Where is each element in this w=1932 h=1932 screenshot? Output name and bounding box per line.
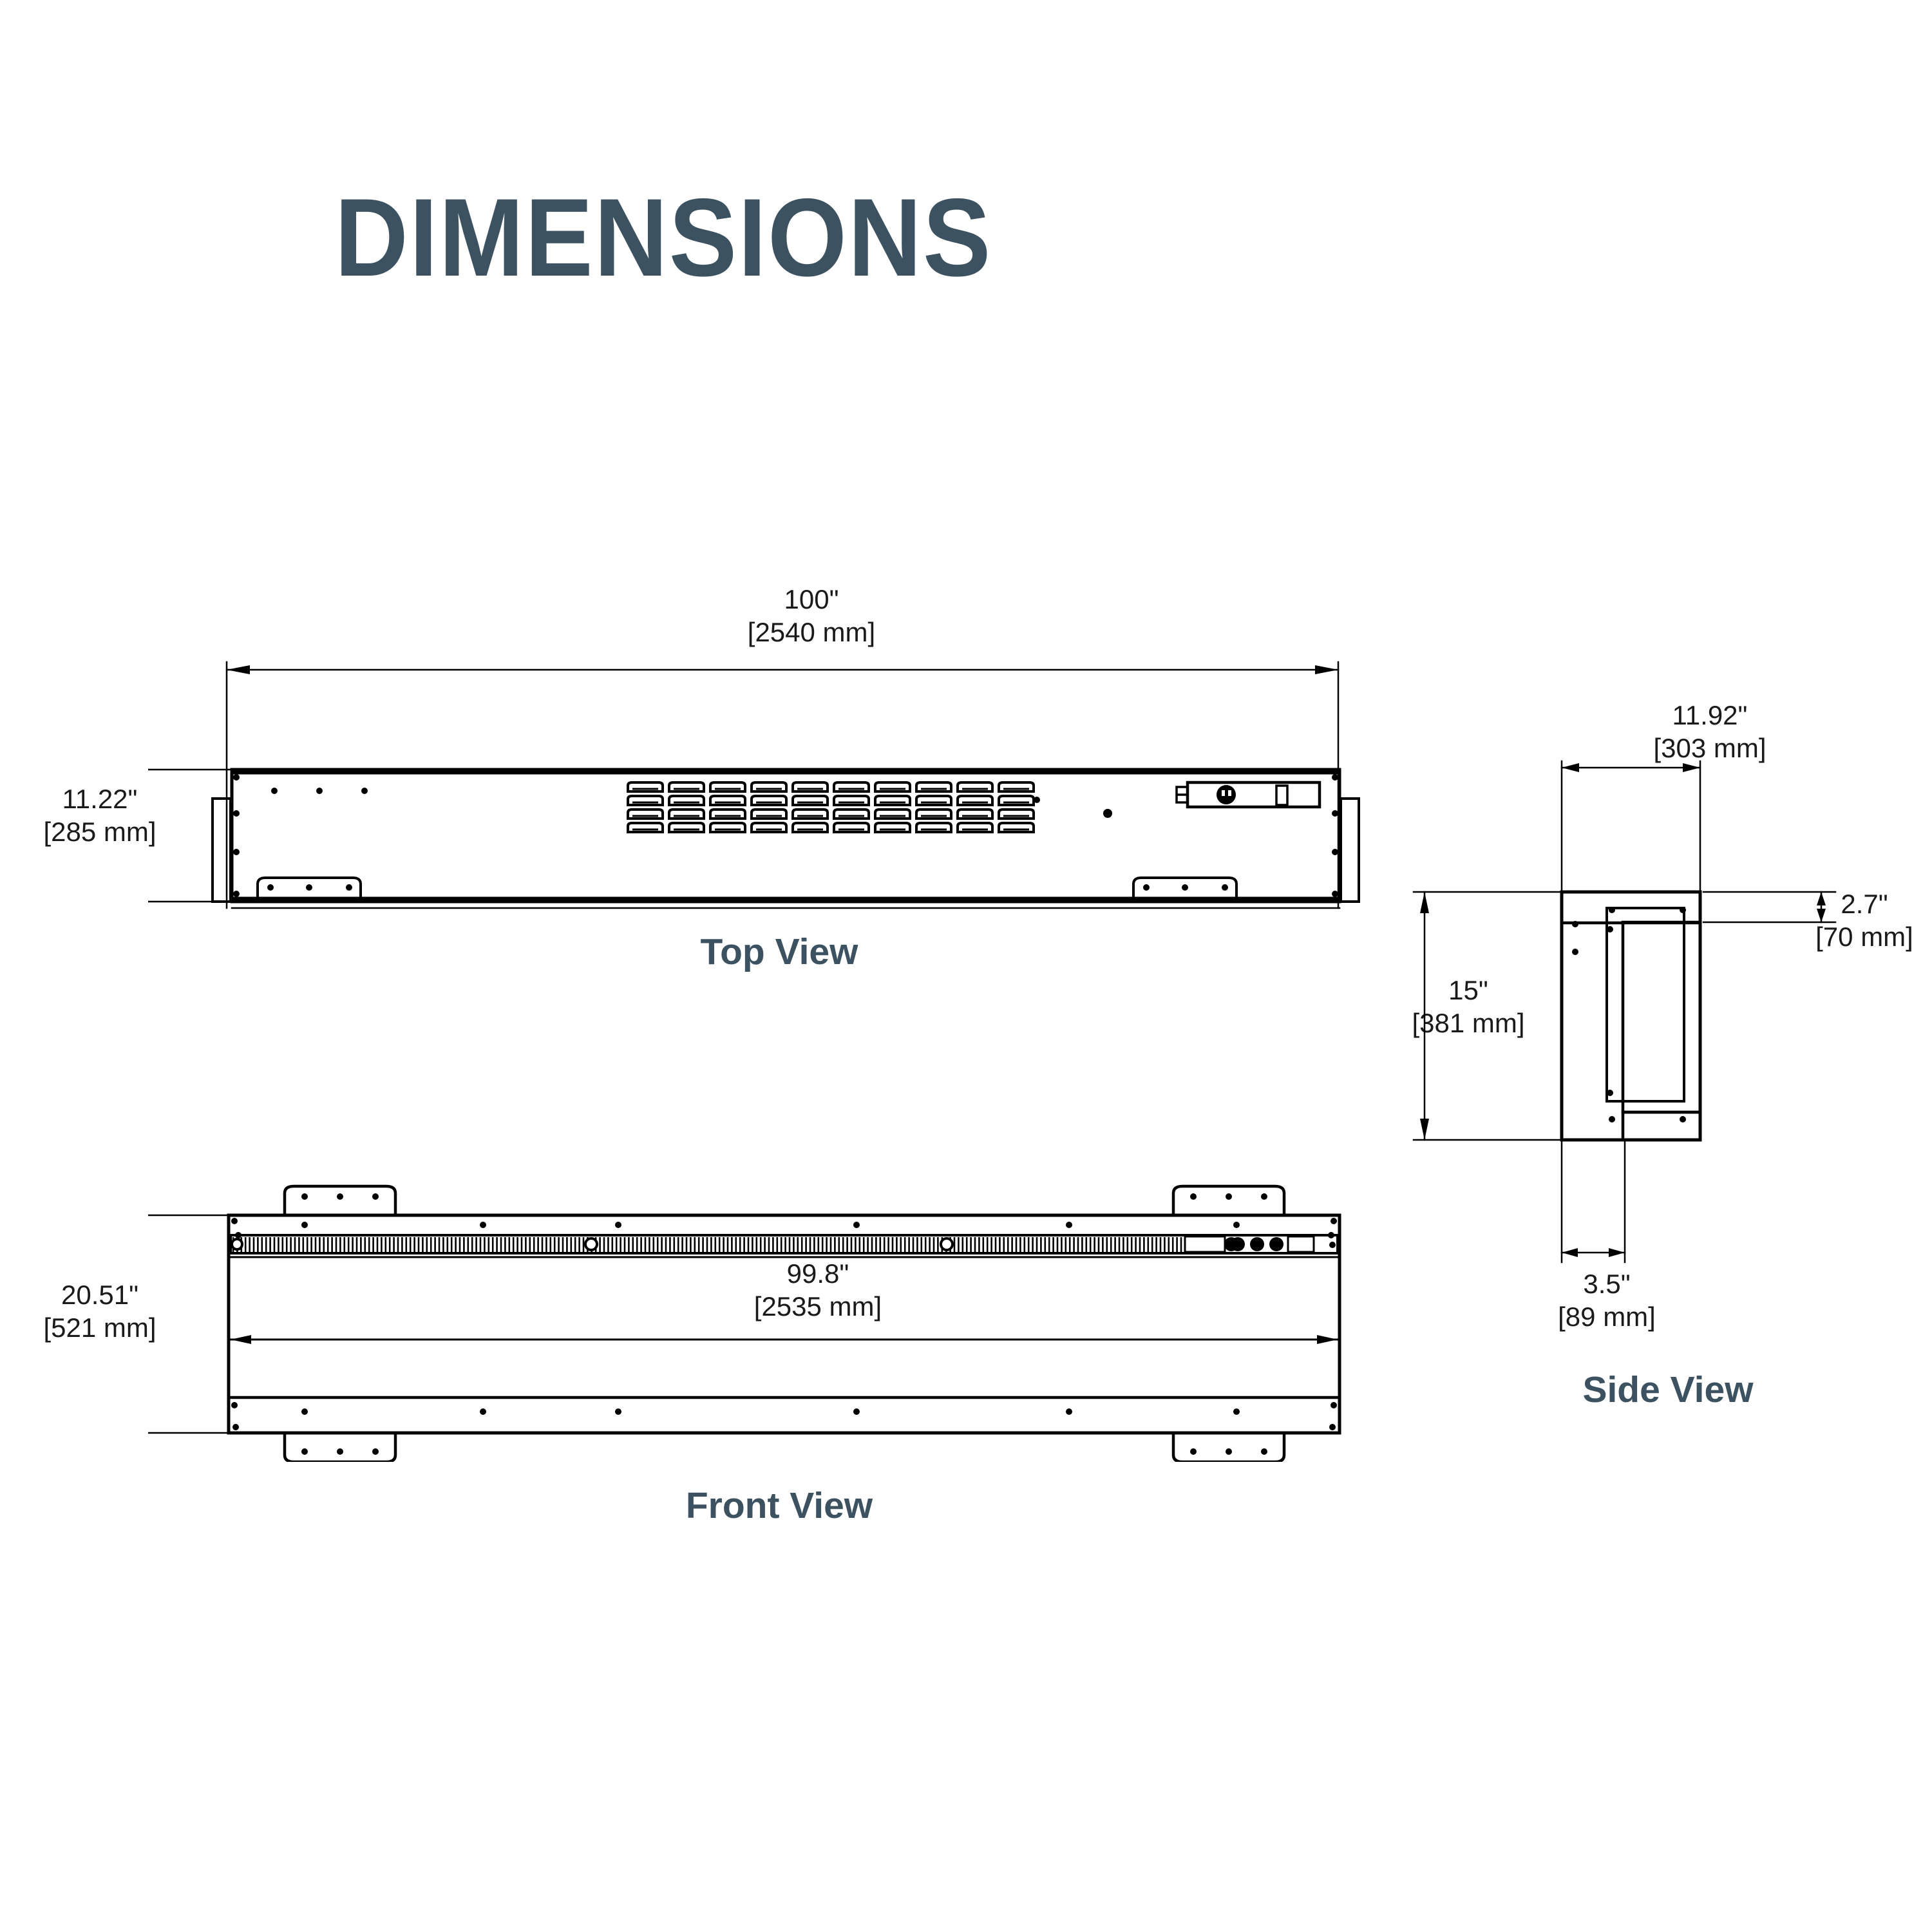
louver-slot [915, 808, 952, 820]
view-label-top: Top View [700, 931, 858, 972]
ember-fin-strip [232, 1237, 1182, 1252]
louver-slot [998, 808, 1035, 820]
louver-slot [874, 795, 911, 806]
front-view-drawing [148, 1184, 1341, 1462]
strip-marker-circles [231, 1237, 954, 1251]
louver-slot [709, 808, 746, 820]
dimension-top-width: 100" [2540 mm] [747, 584, 876, 648]
louver-slot [956, 795, 994, 806]
louver-slot [915, 781, 952, 793]
dimension-side-depth: 3.5" [89 mm] [1558, 1269, 1656, 1332]
top-view-drawing [148, 661, 1360, 909]
louver-slot [833, 781, 870, 793]
power-socket-icon [1217, 785, 1236, 804]
louver-slot [709, 822, 746, 833]
louver-slot [874, 781, 911, 793]
louver-slot [956, 822, 994, 833]
dimension-side-height: 15" [381 mm] [1412, 975, 1525, 1039]
louver-slot [791, 795, 829, 806]
louver-slot [791, 781, 829, 793]
louver-slot [998, 795, 1035, 806]
side-view-drawing [1412, 760, 1837, 1264]
louver-slot [915, 822, 952, 833]
louver-slot [627, 808, 664, 820]
vent-louver-grid [627, 781, 1035, 833]
page-title: DIMENSIONS [334, 176, 992, 299]
dimension-front-height: 20.51" [521 mm] [43, 1280, 156, 1343]
louver-slot [668, 822, 705, 833]
louver-slot [874, 808, 911, 820]
dimension-side-width: 11.92" [303 mm] [1653, 700, 1766, 764]
fastener-dots-top-view [233, 774, 1338, 897]
louver-slot [627, 822, 664, 833]
view-label-front: Front View [685, 1485, 873, 1526]
louver-slot [750, 808, 788, 820]
fastener-dots-side-view [1572, 907, 1686, 1122]
louver-slot [791, 808, 829, 820]
louver-slot [833, 795, 870, 806]
louver-slot [627, 781, 664, 793]
louver-slot [998, 781, 1035, 793]
control-panel-top-view [1175, 781, 1321, 809]
dimension-top-depth: 11.22" [285 mm] [43, 784, 156, 848]
knob-dots [1224, 1237, 1283, 1251]
view-label-side: Side View [1582, 1369, 1754, 1410]
louver-slot [956, 808, 994, 820]
louver-slot [668, 808, 705, 820]
dimension-side-flange: 2.7" [70 mm] [1815, 889, 1913, 952]
louver-slot [627, 795, 664, 806]
louver-slot [750, 822, 788, 833]
louver-slot [833, 808, 870, 820]
louver-slot [750, 795, 788, 806]
louver-slot [668, 781, 705, 793]
louver-slot [956, 781, 994, 793]
fastener-dots-front-view [231, 1193, 1337, 1455]
louver-slot [750, 781, 788, 793]
louver-slot [709, 781, 746, 793]
louver-slot [833, 822, 870, 833]
louver-slot [874, 822, 911, 833]
dimension-front-width: 99.8" [2535 mm] [753, 1258, 882, 1322]
louver-slot [998, 822, 1035, 833]
control-knobs-front-view [1184, 1235, 1315, 1253]
louver-slot [709, 795, 746, 806]
louver-slot [915, 795, 952, 806]
louver-slot [791, 822, 829, 833]
louver-slot [668, 795, 705, 806]
